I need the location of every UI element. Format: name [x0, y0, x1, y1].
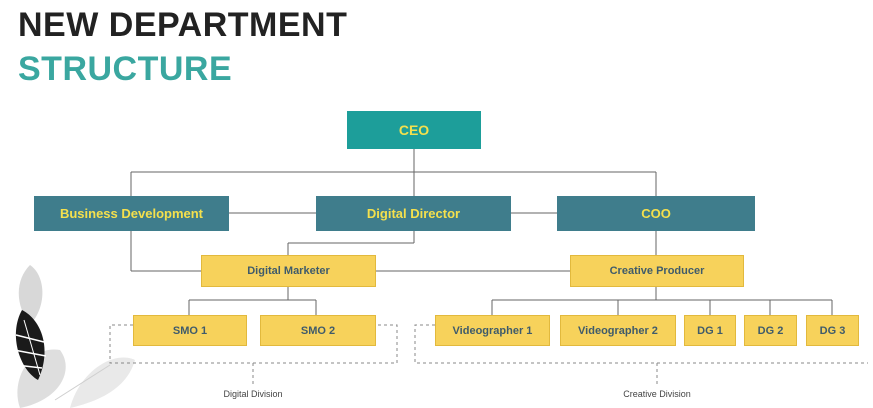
business-development-box: Business Development	[34, 196, 229, 231]
smo1-box: SMO 1	[133, 315, 247, 346]
digital-marketer-box: Digital Marketer	[201, 255, 376, 287]
coo-box: COO	[557, 196, 755, 231]
creative-division-label: Creative Division	[623, 389, 691, 399]
dg3-box: DG 3	[806, 315, 859, 346]
videographer2-box: Videographer 2	[560, 315, 676, 346]
creative-producer-box: Creative Producer	[570, 255, 744, 287]
videographer1-box: Videographer 1	[435, 315, 550, 346]
page-title-line1: NEW DEPARTMENT	[18, 6, 348, 44]
dg1-box: DG 1	[684, 315, 736, 346]
dg2-box: DG 2	[744, 315, 797, 346]
page-title-line2: STRUCTURE	[18, 50, 233, 88]
digital-division-label: Digital Division	[223, 389, 283, 399]
smo2-box: SMO 2	[260, 315, 376, 346]
decorative-leaves	[13, 265, 135, 408]
ceo-box: CEO	[347, 111, 481, 149]
digital-director-box: Digital Director	[316, 196, 511, 231]
